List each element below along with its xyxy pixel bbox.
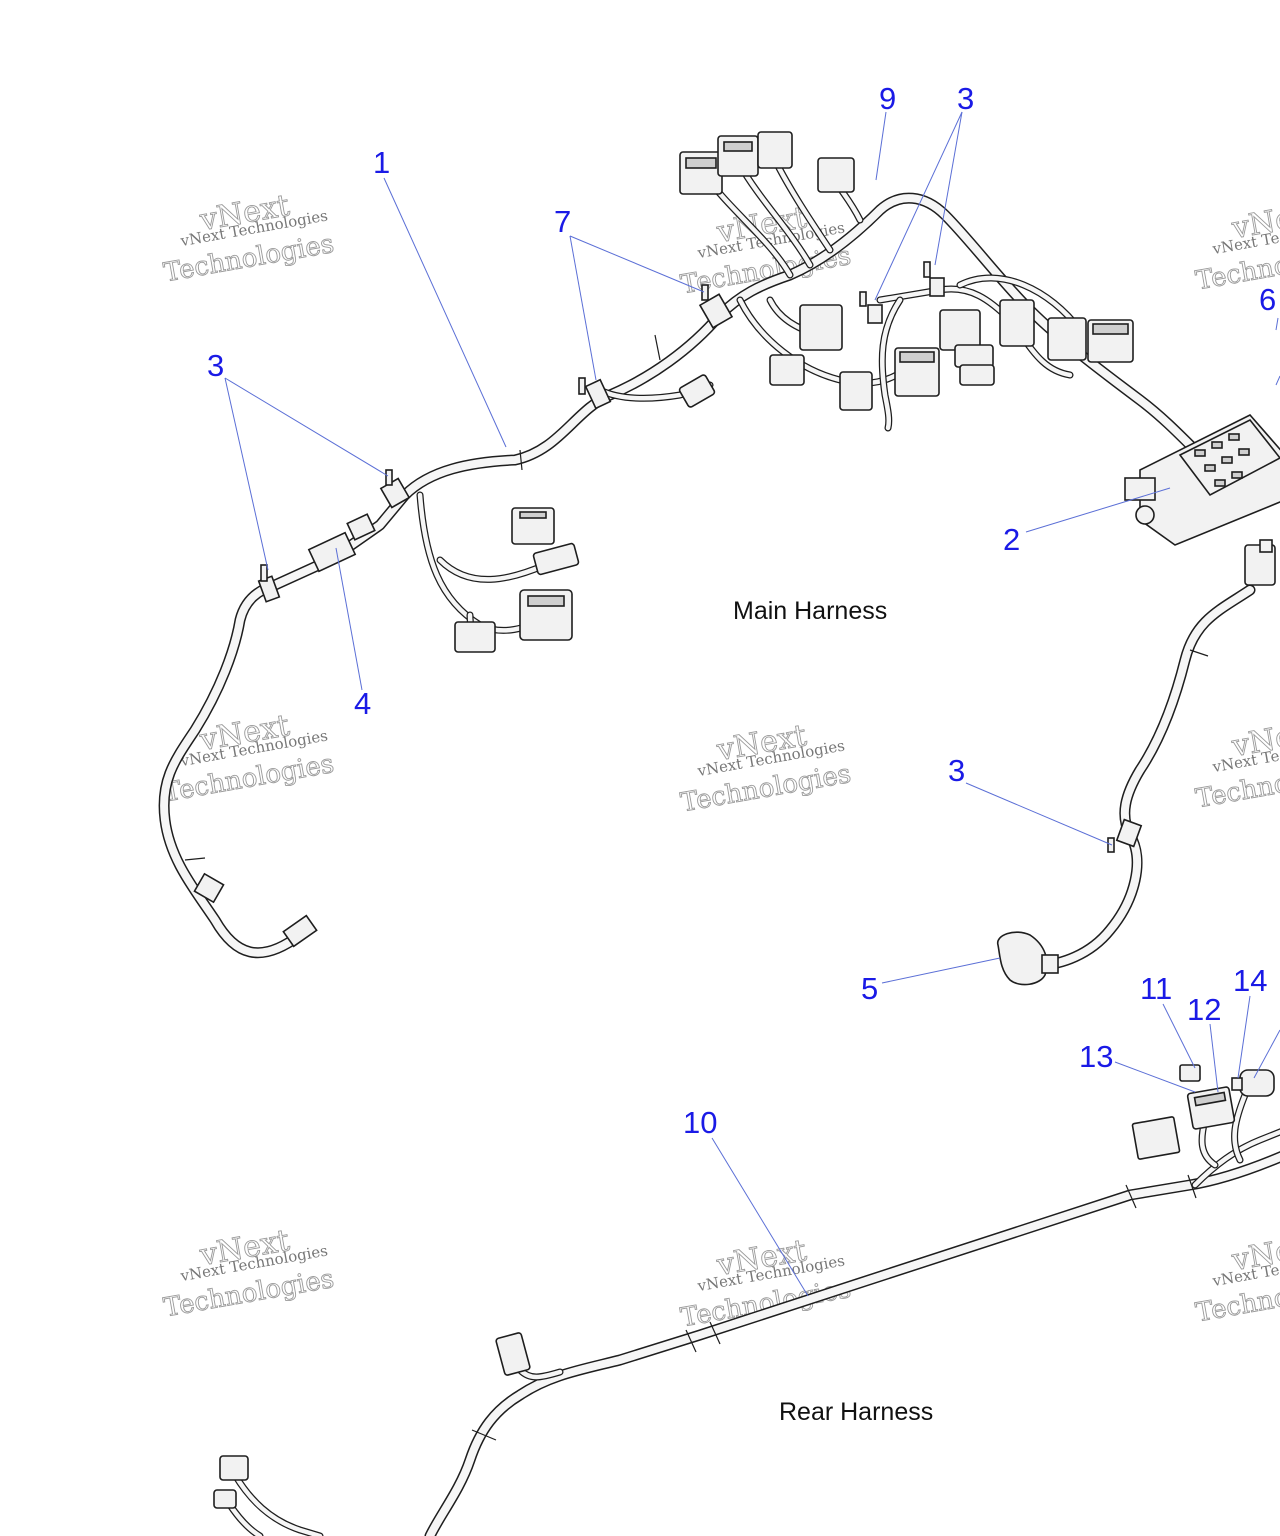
- callout-7: 7: [554, 204, 571, 239]
- main-harness-label: Main Harness: [733, 597, 887, 625]
- callout-11: 11: [1140, 971, 1172, 1006]
- fuse-box: [1124, 414, 1280, 546]
- callout-3-right: 3: [948, 753, 965, 788]
- harness-clips: [193, 261, 1143, 904]
- main-harness-branch-right: [1034, 584, 1256, 971]
- callout-10: 10: [683, 1105, 717, 1140]
- rear-harness-trunk: [424, 1151, 1280, 1536]
- watermark: vNext vNext Technologies Technologies: [161, 188, 337, 289]
- tape-bands: [184, 334, 1209, 861]
- callout-6: 6: [1259, 282, 1276, 317]
- callout-numbers: 1 2 3 3 3 4 5 6 7 9 10 11 12 13 14: [207, 81, 1276, 1140]
- callout-12: 12: [1187, 992, 1221, 1027]
- callout-1: 1: [373, 145, 390, 180]
- callout-5: 5: [861, 971, 878, 1006]
- watermarks: vNext vNext Technologies Technologies vN…: [161, 188, 1280, 1334]
- callout-2: 2: [1003, 522, 1020, 557]
- rear-harness-label: Rear Harness: [779, 1398, 933, 1426]
- callout-9: 9: [879, 81, 896, 116]
- grommet: [997, 931, 1059, 986]
- connectors: [282, 131, 1276, 948]
- section-labels: Main Harness Rear Harness: [733, 597, 933, 1426]
- watermark: vNext vNext Technologies Technologies: [1193, 1228, 1280, 1329]
- rear-harness-parts: [213, 1064, 1275, 1509]
- callout-3-top: 3: [957, 81, 974, 116]
- callout-14: 14: [1233, 963, 1267, 998]
- watermark: vNext vNext Technologies Technologies: [1193, 714, 1280, 815]
- watermark: vNext vNext Technologies Technologies: [161, 1223, 337, 1324]
- rear-harness-drawing: [213, 1064, 1280, 1536]
- leader-lines: [224, 111, 1280, 1297]
- rear-harness-bands: [471, 1174, 1197, 1441]
- callout-3-left: 3: [207, 348, 224, 383]
- watermark: vNext vNext Technologies Technologies: [678, 718, 854, 819]
- watermark: vNext vNext Technologies Technologies: [1193, 196, 1280, 297]
- callout-4: 4: [354, 686, 371, 721]
- main-harness-drawing: [158, 131, 1280, 986]
- callout-13: 13: [1079, 1039, 1113, 1074]
